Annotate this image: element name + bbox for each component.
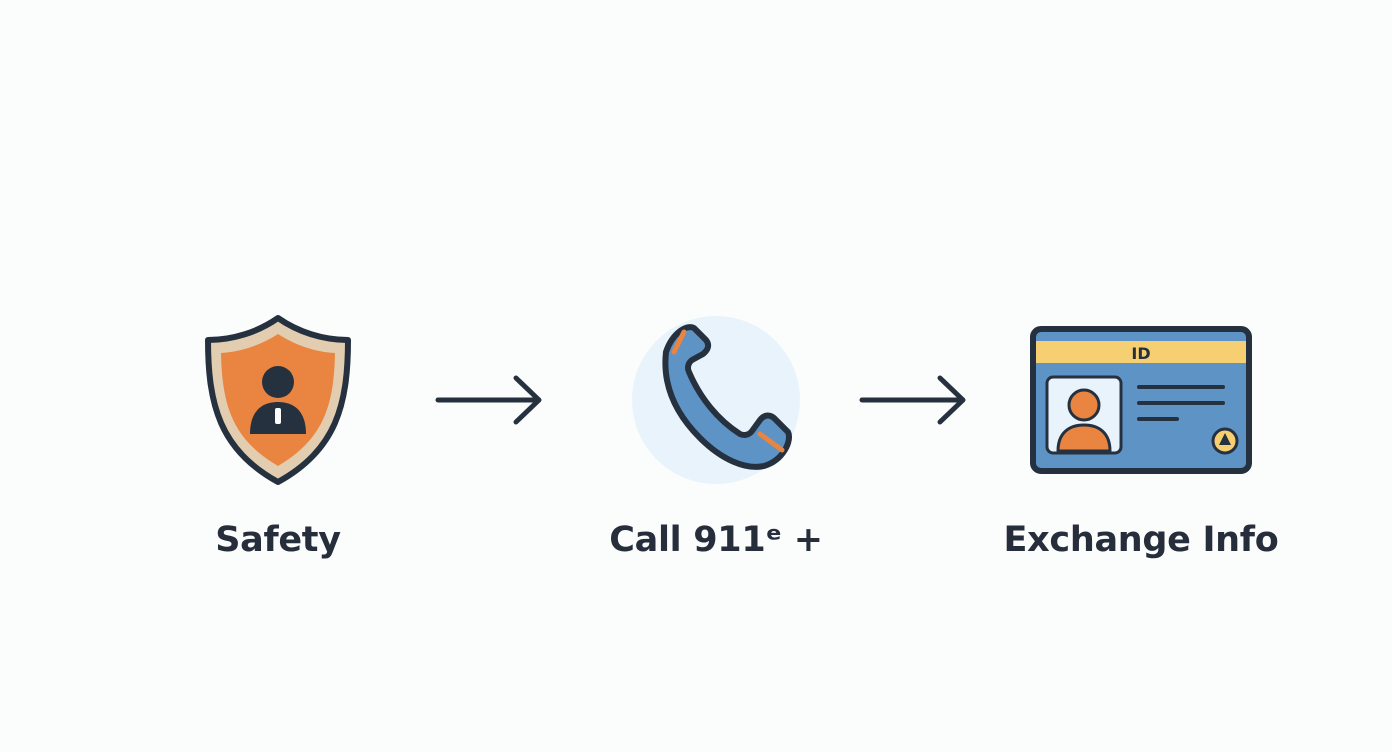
step-exchange-info: ID Exchange Info: [971, 0, 1311, 752]
step-exchange-icon-wrap: ID: [971, 300, 1311, 500]
phone-handset-icon: [632, 316, 800, 484]
arrow-right-icon: [859, 375, 966, 425]
step-call-icon-wrap: [546, 300, 886, 500]
step-label-safety: Safety: [215, 520, 341, 560]
step-label-exchange-info: Exchange Info: [1003, 520, 1279, 560]
shield-person-icon: [205, 315, 351, 485]
step-safety-icon-wrap: [108, 300, 448, 500]
arrow-right-icon: [435, 375, 542, 425]
step-label-call-911: Call 911ᵉ +: [609, 520, 823, 560]
id-card-icon: ID: [1030, 326, 1252, 474]
step-safety: Safety: [108, 0, 448, 752]
id-card-header-text: ID: [1131, 344, 1150, 363]
step-call-911: Call 911ᵉ +: [546, 0, 886, 752]
